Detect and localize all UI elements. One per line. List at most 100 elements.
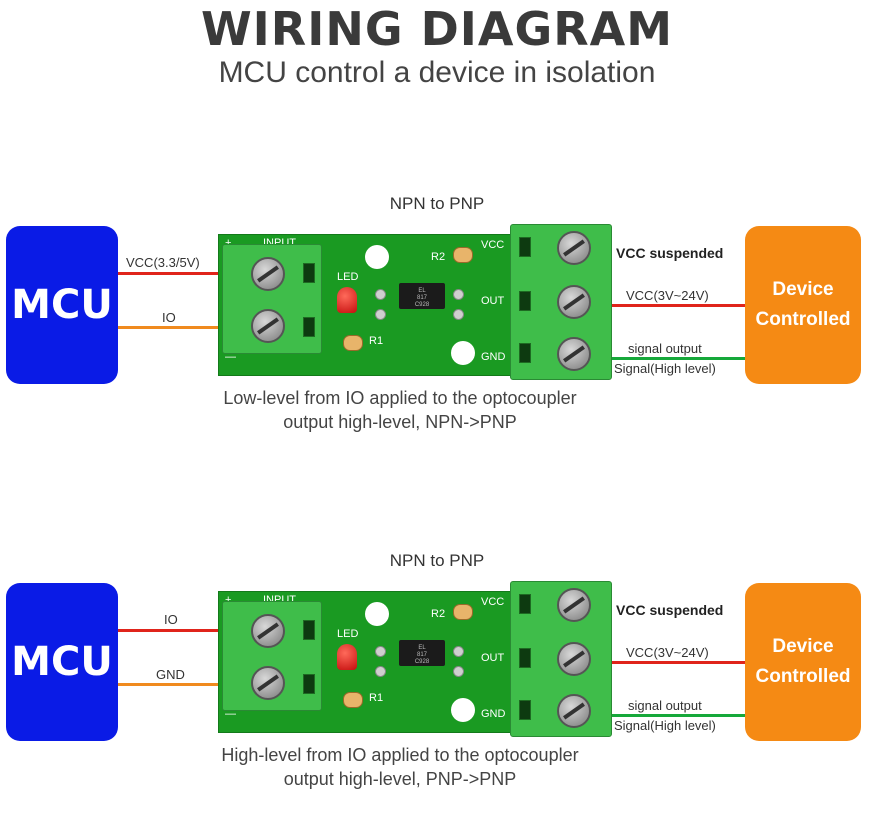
input-terminal xyxy=(222,244,322,354)
mount-hole-top xyxy=(365,602,389,626)
pad xyxy=(375,666,386,677)
pad xyxy=(375,309,386,320)
screw-icon xyxy=(557,588,591,622)
screw-icon xyxy=(557,285,591,319)
screw-icon xyxy=(251,257,285,291)
device-label-2: Controlled xyxy=(755,666,851,687)
wiring-panel-top: NPN to PNP MCU VCC(3.3/5V) IO + INPUT — … xyxy=(0,188,874,458)
right-label-2: VCC(3V~24V) xyxy=(626,288,709,303)
right-label-3a: signal output xyxy=(628,341,702,356)
chip-marking-1: EL xyxy=(418,288,426,294)
caption-line-1: High-level from IO applied to the optoco… xyxy=(221,745,579,765)
terminal-slot xyxy=(519,594,531,614)
caption-line-2: output high-level, NPN->PNP xyxy=(283,412,517,432)
io-wire xyxy=(118,326,220,329)
resistor-r1 xyxy=(343,692,363,708)
device-label-1: Device xyxy=(772,279,834,300)
mount-hole-top xyxy=(365,245,389,269)
left-wire-label-2: GND xyxy=(156,667,185,682)
led-label: LED xyxy=(337,628,359,640)
terminal-slot xyxy=(519,237,531,257)
right-label-3b: Signal(High level) xyxy=(614,361,716,376)
screw-icon xyxy=(557,337,591,371)
left-wire-label-1: IO xyxy=(164,612,178,627)
mcu-block: MCU xyxy=(6,226,118,384)
gnd-label: GND xyxy=(481,351,506,363)
chip-marking-2: 817 xyxy=(416,652,427,658)
right-label-3a: signal output xyxy=(628,698,702,713)
chip-marking-3: C928 xyxy=(414,659,430,665)
terminal-slot xyxy=(519,648,531,668)
right-label-1: VCC suspended xyxy=(616,602,724,618)
pad xyxy=(375,646,386,657)
screw-icon xyxy=(557,642,591,676)
minus-marking: — xyxy=(225,351,236,363)
resistor-r2 xyxy=(453,247,473,263)
r1-label: R1 xyxy=(369,692,384,704)
terminal-slot xyxy=(519,343,531,363)
resistor-r1 xyxy=(343,335,363,351)
r2-label: R2 xyxy=(431,251,446,263)
terminal-slot xyxy=(303,620,315,640)
terminal-slot xyxy=(519,700,531,720)
panel-caption: High-level from IO applied to the optoco… xyxy=(140,743,660,791)
vcc-label: VCC xyxy=(481,239,505,251)
mount-hole-bottom xyxy=(451,698,475,722)
minus-marking: — xyxy=(225,708,236,720)
signal-wire xyxy=(612,357,745,360)
vcc-output-wire xyxy=(612,304,745,307)
vcc-wire xyxy=(118,272,220,275)
vcc-output-wire xyxy=(612,661,745,664)
plus-marking: + xyxy=(225,594,232,606)
left-wire-label-2: IO xyxy=(162,310,176,325)
terminal-slot xyxy=(303,674,315,694)
terminal-slot xyxy=(519,291,531,311)
screw-icon xyxy=(251,309,285,343)
caption-line-2: output high-level, PNP->PNP xyxy=(283,769,517,789)
right-label-2: VCC(3V~24V) xyxy=(626,645,709,660)
pad xyxy=(453,646,464,657)
panel-header: NPN to PNP xyxy=(389,551,485,570)
led-icon xyxy=(337,287,357,313)
right-label-1: VCC suspended xyxy=(616,245,724,261)
vcc-label: VCC xyxy=(481,596,505,608)
gnd-wire xyxy=(118,683,220,686)
out-label: OUT xyxy=(481,295,505,307)
terminal-slot xyxy=(303,263,315,283)
plus-marking: + xyxy=(225,237,232,249)
device-label-1: Device xyxy=(772,636,834,657)
chip-marking-1: EL xyxy=(418,645,426,651)
pad xyxy=(375,289,386,300)
led-label: LED xyxy=(337,271,359,283)
gnd-label: GND xyxy=(481,708,506,720)
r2-label: R2 xyxy=(431,608,446,620)
input-terminal xyxy=(222,601,322,711)
r1-label: R1 xyxy=(369,335,384,347)
screw-icon xyxy=(251,614,285,648)
mount-hole-bottom xyxy=(451,341,475,365)
pad xyxy=(453,289,464,300)
output-terminal xyxy=(510,224,612,380)
panel-caption: Low-level from IO applied to the optocou… xyxy=(140,386,660,434)
output-terminal xyxy=(510,581,612,737)
caption-line-1: Low-level from IO applied to the optocou… xyxy=(223,388,577,408)
screw-icon xyxy=(557,694,591,728)
device-label-2: Controlled xyxy=(755,309,851,330)
left-wire-label-1: VCC(3.3/5V) xyxy=(126,255,200,270)
resistor-r2 xyxy=(453,604,473,620)
panel-header: NPN to PNP xyxy=(389,194,485,213)
pad xyxy=(453,309,464,320)
diagram-subtitle: MCU control a device in isolation xyxy=(218,56,656,89)
pad xyxy=(453,666,464,677)
terminal-slot xyxy=(303,317,315,337)
right-label-3b: Signal(High level) xyxy=(614,718,716,733)
out-label: OUT xyxy=(481,652,505,664)
chip-marking-3: C928 xyxy=(414,302,430,308)
io-wire xyxy=(118,629,220,632)
diagram-title: WIRING DIAGRAM xyxy=(200,2,674,56)
chip-marking-2: 817 xyxy=(416,295,427,301)
